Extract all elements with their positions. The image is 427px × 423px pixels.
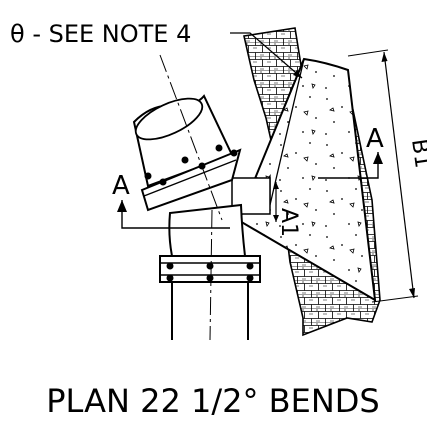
upper-pipe <box>132 94 242 212</box>
center-lines <box>159 54 223 341</box>
lower-pipe <box>159 203 261 340</box>
theta-leader <box>230 32 303 79</box>
drawing-caption: PLAN 22 1/2° BENDS <box>46 382 379 420</box>
section-cut-left <box>117 200 230 229</box>
section-a-right-label: A <box>366 124 384 154</box>
dimension-a1-box <box>231 177 279 222</box>
theta-note-label: θ - SEE NOTE 4 <box>10 20 191 48</box>
section-cut-right <box>318 152 383 179</box>
dimension-a1-label: A1 <box>276 208 301 237</box>
section-a-left-label: A <box>112 171 130 201</box>
dimension-b1 <box>347 49 419 303</box>
dimension-b1-label: B1 <box>406 137 427 169</box>
